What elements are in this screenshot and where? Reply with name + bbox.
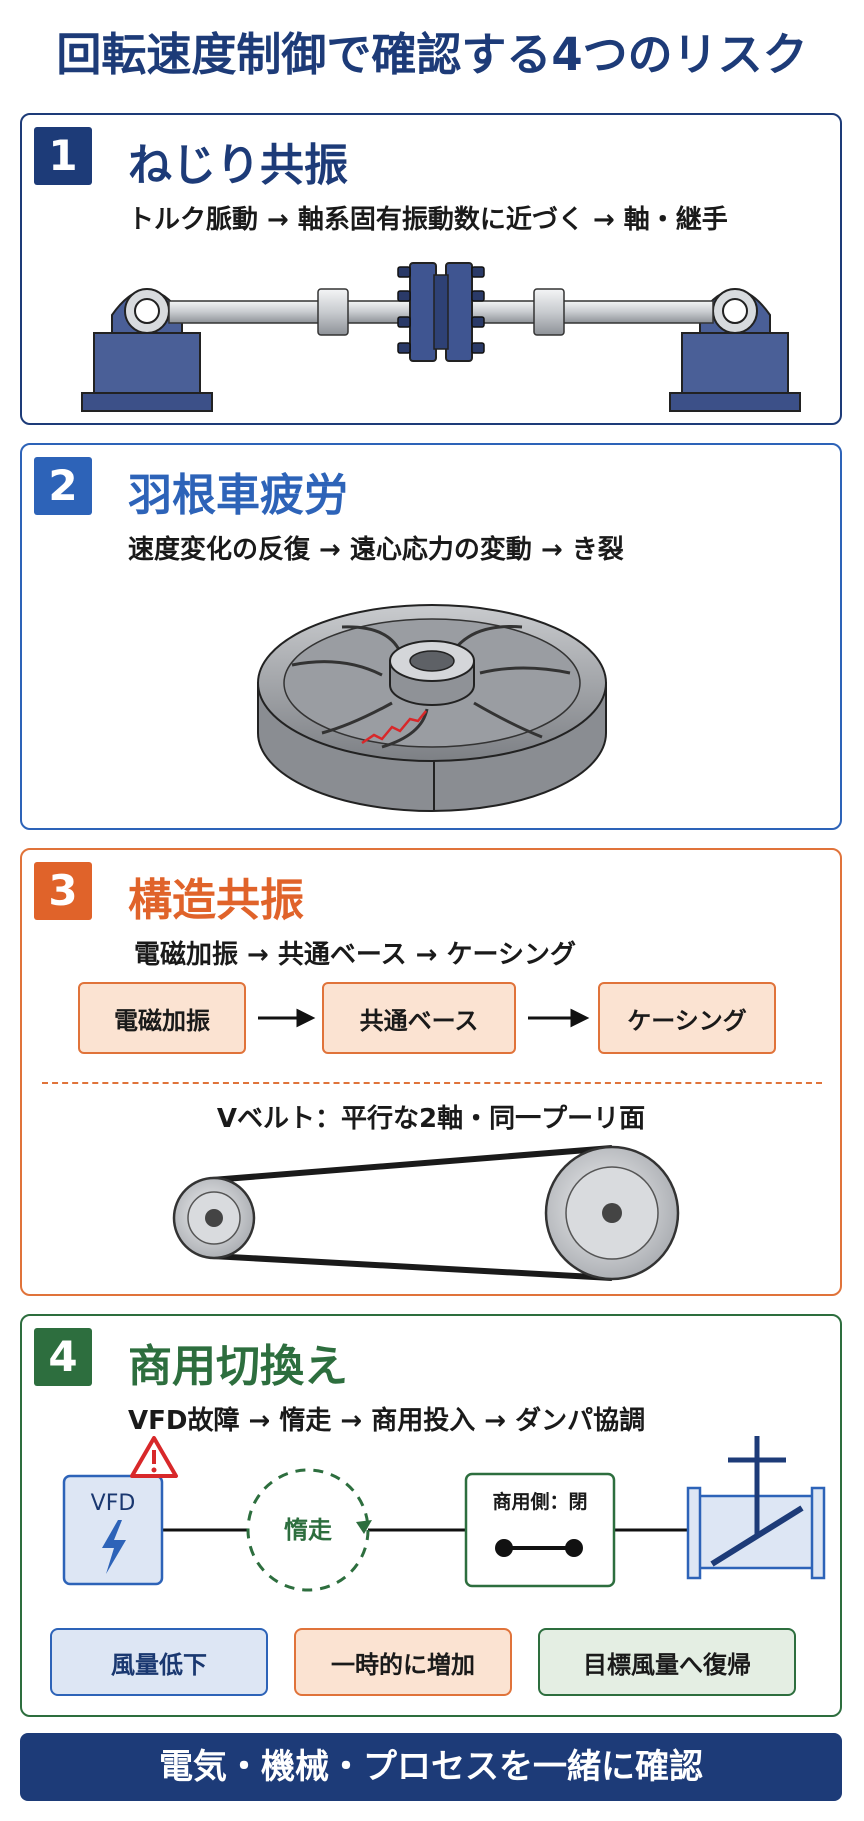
risk-number: 4 — [34, 1328, 92, 1386]
v-belt-illustration — [172, 1145, 680, 1281]
risk-flow: 速度変化の反復 → 遠心応力の変動 → き裂 — [128, 535, 624, 565]
flow-arrows — [258, 1008, 590, 1028]
risk-panel-4: 4 商用切換え VFD故障 → 惰走 → 商用投入 → ダンパ協調 VFD 惰走… — [20, 1314, 842, 1717]
risk-panel-3: 3 構造共振 電磁加振 → 共通ベース → ケーシング 電磁加振 共通ベース ケ… — [20, 848, 842, 1296]
risk-flow: トルク脈動 → 軸系固有振動数に近づく → 軸・継手 — [128, 205, 728, 235]
risk-title: 構造共振 — [128, 875, 304, 926]
risk-panel-2: 2 羽根車疲労 速度変化の反復 → 遠心応力の変動 → き裂 — [20, 443, 842, 830]
belt-label: Vベルト：平行な2軸・同一プーリ面 — [216, 1104, 646, 1134]
right-bearing-icon — [669, 288, 801, 412]
damper-icon — [686, 1436, 826, 1580]
risk-number: 2 — [34, 457, 92, 515]
airflow-drop-box: 風量低下 — [50, 1628, 268, 1696]
flange-coupling-icon — [397, 262, 485, 362]
switchover-diagram: VFD 惰走 商用側：閉 — [62, 1436, 826, 1592]
vfd-label: VFD — [91, 1491, 136, 1516]
temporary-increase-box: 一時的に増加 — [294, 1628, 512, 1696]
risk-title: 商用切換え — [128, 1341, 348, 1392]
warning-icon — [130, 1436, 178, 1478]
small-pulley-icon — [172, 1176, 256, 1260]
impeller-illustration — [257, 604, 607, 812]
return-to-target-box: 目標風量へ復帰 — [538, 1628, 796, 1696]
switch-label: 商用側：閉 — [492, 1490, 587, 1513]
coast-icon: 惰走 — [246, 1468, 372, 1592]
risk-title: ねじり共振 — [128, 140, 348, 191]
risk-panel-1: 1 ねじり共振 トルク脈動 → 軸系固有振動数に近づく → 軸・継手 — [20, 113, 842, 425]
risk-flow: VFD故障 → 惰走 → 商用投入 → ダンパ協調 — [128, 1406, 646, 1436]
risk-number: 3 — [34, 862, 92, 920]
risk-title: 羽根車疲労 — [128, 470, 348, 521]
shaft-coupling-illustration — [81, 262, 801, 412]
footer-banner: 電気・機械・プロセスを一緒に確認 — [20, 1733, 842, 1801]
divider — [42, 1082, 822, 1084]
page-title: 回転速度制御で確認する4つのリスク — [56, 28, 808, 81]
lightning-icon — [102, 1520, 126, 1574]
crack-mark — [361, 710, 427, 745]
risk-number: 1 — [34, 127, 92, 185]
large-pulley-icon — [544, 1145, 680, 1281]
vfd-icon: VFD — [62, 1474, 164, 1586]
risk-flow: 電磁加振 → 共通ベース → ケーシング — [134, 940, 576, 970]
flow-box-casing: ケーシング — [598, 982, 776, 1054]
flow-box-base: 共通ベース — [322, 982, 516, 1054]
flow-box-excitation: 電磁加振 — [78, 982, 246, 1054]
switch-icon: 商用側：閉 — [464, 1472, 616, 1588]
left-bearing-icon — [81, 288, 213, 412]
coast-label: 惰走 — [284, 1516, 332, 1544]
